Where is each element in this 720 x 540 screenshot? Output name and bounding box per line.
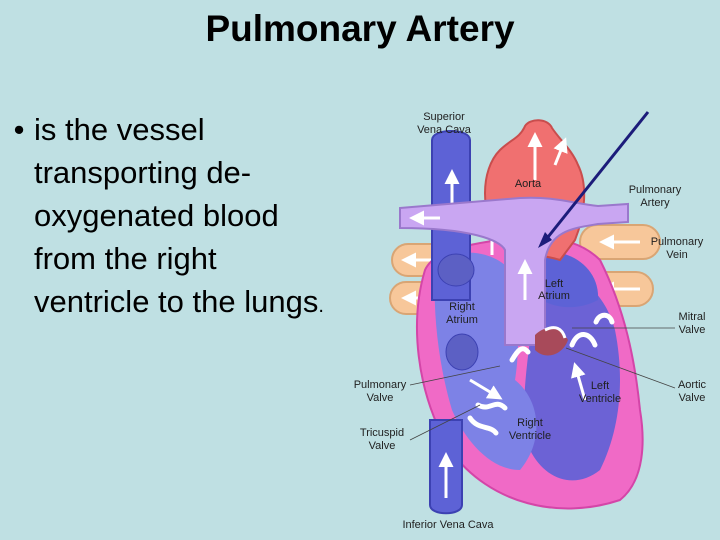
label-pulmonary-vein-1: Pulmonary — [651, 236, 704, 248]
label-right-ventricle-2: Ventricle — [509, 430, 551, 442]
label-superior-vena-cava-2: Vena Cava — [417, 124, 472, 136]
label-left-atrium-1: Left — [545, 278, 563, 290]
label-aortic-valve-2: Valve — [679, 392, 706, 404]
label-right-atrium-1: Right — [449, 301, 475, 313]
label-left-ventricle-2: Ventricle — [579, 393, 621, 405]
label-pulmonary-artery-2: Artery — [640, 197, 670, 209]
label-left-atrium-2: Atrium — [538, 290, 570, 302]
label-pulmonary-artery-1: Pulmonary — [629, 184, 682, 196]
label-tricuspid-valve-2: Valve — [369, 440, 396, 452]
bullet-list: • is the vessel transporting de-oxygenat… — [4, 108, 334, 328]
label-aortic-valve-1: Aortic — [678, 379, 707, 391]
label-mitral-valve-1: Mitral — [679, 311, 706, 323]
heart-diagram: Superior Vena Cava Aorta Pulmonary Arter… — [354, 111, 707, 531]
bullet-item: • is the vessel transporting de-oxygenat… — [4, 108, 334, 328]
pulmonary-artery — [399, 196, 629, 346]
label-right-ventricle-1: Right — [517, 417, 543, 429]
label-pulmonary-vein-2: Vein — [666, 249, 687, 261]
label-mitral-valve-2: Valve — [679, 324, 706, 336]
pointer-arrow — [542, 111, 650, 243]
label-leaders — [409, 327, 676, 441]
label-pulmonary-valve-2: Valve — [367, 392, 394, 404]
slide-title: Pulmonary Artery — [205, 8, 515, 49]
label-pulmonary-valve-1: Pulmonary — [354, 379, 407, 391]
label-inferior-vena-cava: Inferior Vena Cava — [402, 519, 494, 531]
valves — [467, 312, 615, 436]
label-right-atrium-2: Atrium — [446, 314, 478, 326]
label-superior-vena-cava-1: Superior — [423, 111, 465, 123]
bullet-text: is the vessel transporting de-oxygenated… — [34, 112, 319, 319]
label-aorta: Aorta — [515, 178, 542, 190]
bullet-period: . — [318, 295, 324, 317]
bullet-text-wrap: is the vessel transporting de-oxygenated… — [34, 108, 334, 328]
label-left-ventricle-1: Left — [591, 380, 609, 392]
label-tricuspid-valve-1: Tricuspid — [360, 427, 404, 439]
bullet-marker: • — [13, 112, 25, 147]
